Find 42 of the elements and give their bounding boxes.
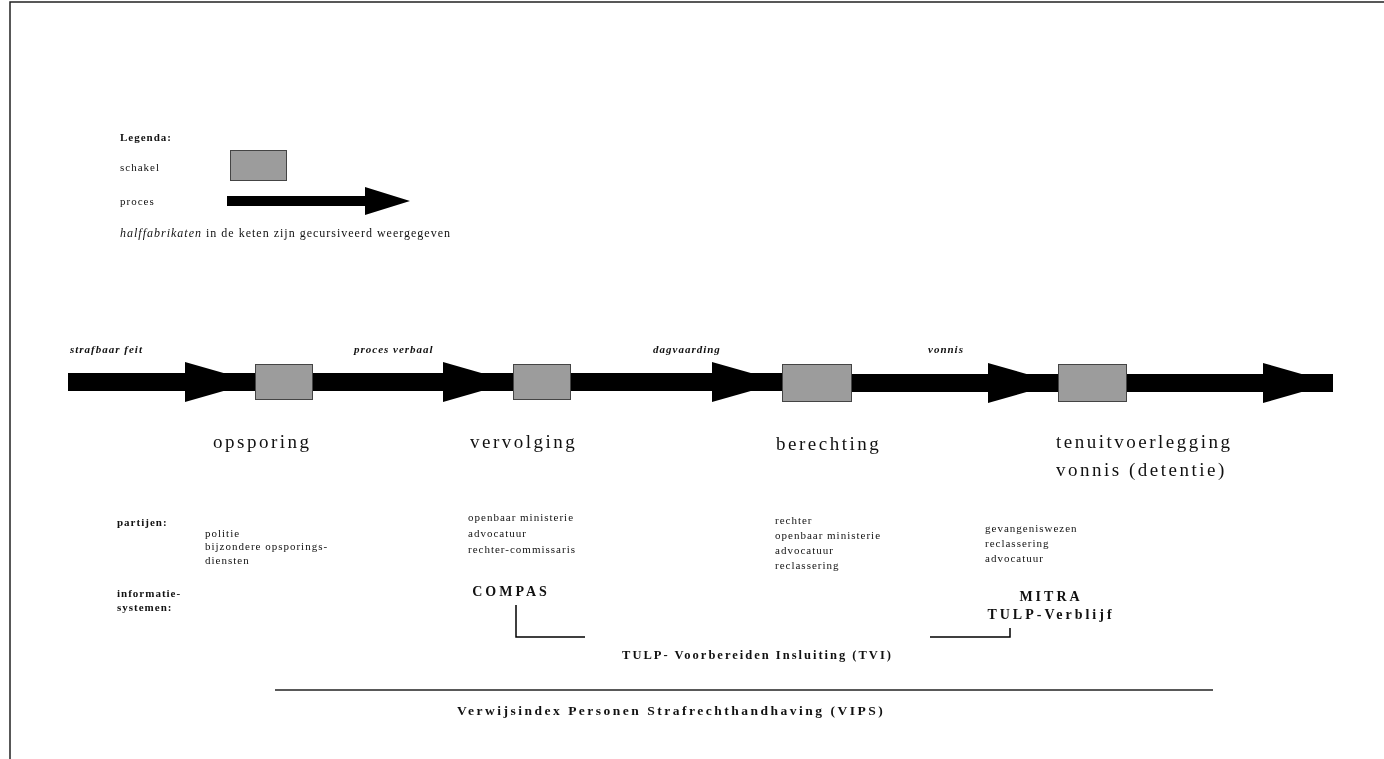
legend-note: halffabrikaten in de keten zijn gecursiveerd weergegeven (120, 226, 452, 240)
label-text: partijen: (117, 515, 168, 529)
system-name: COMPAS (472, 583, 550, 601)
link-box (782, 364, 852, 402)
label-text: openbaar ministerie (468, 510, 575, 524)
label-text: reclassering (775, 558, 840, 572)
edge-label: vonnis (926, 343, 966, 355)
label-text: advocatuur (468, 526, 527, 540)
label-text: politie (205, 526, 241, 540)
legend-title: Legenda: (120, 130, 172, 144)
label-text: informatie-systemen: (117, 586, 183, 614)
process-arrow (852, 363, 1058, 403)
link-box (1058, 364, 1127, 402)
system-name: Verwijsindex Personen Strafrechthandhaving (VIPS) (457, 704, 886, 718)
label-text: gevangeniswezen (985, 521, 1078, 535)
label-text: openbaar ministerie (775, 528, 882, 542)
label-text: bijzondere opsporings-diensten (205, 539, 330, 567)
label-text: advocatuur (775, 543, 834, 557)
legend-label: proces (120, 194, 155, 208)
process-arrow (313, 362, 513, 402)
process-arrow (1127, 363, 1333, 403)
edge-label: proces verbaal (352, 343, 436, 355)
stage-name: vervolging (470, 430, 579, 454)
link-box (513, 364, 571, 400)
system-name: TULP-Verblijf (987, 606, 1115, 624)
stage-name: tenuitvoerlegging vonnis (detentie) (1056, 430, 1234, 482)
label-text: reclassering (985, 536, 1050, 550)
stage-name: opsporing (213, 430, 313, 454)
edge-label: dagvaarding (651, 343, 723, 355)
link-box (255, 364, 313, 400)
process-arrow (68, 362, 255, 402)
connector-line (929, 627, 1011, 638)
label-text: rechter (775, 513, 813, 527)
connector-line (515, 604, 586, 638)
system-name: TULP- Voorbereiden Insluiting (TVI) (622, 647, 893, 664)
stage-name: berechting (776, 432, 883, 456)
edge-label: strafbaar feit (68, 343, 145, 355)
legend-label: schakel (120, 160, 160, 174)
label-text: advocatuur (985, 551, 1044, 565)
label-text: rechter-commissaris (468, 542, 576, 556)
process-arrow (571, 362, 782, 402)
system-name: MITRA (1019, 588, 1083, 606)
